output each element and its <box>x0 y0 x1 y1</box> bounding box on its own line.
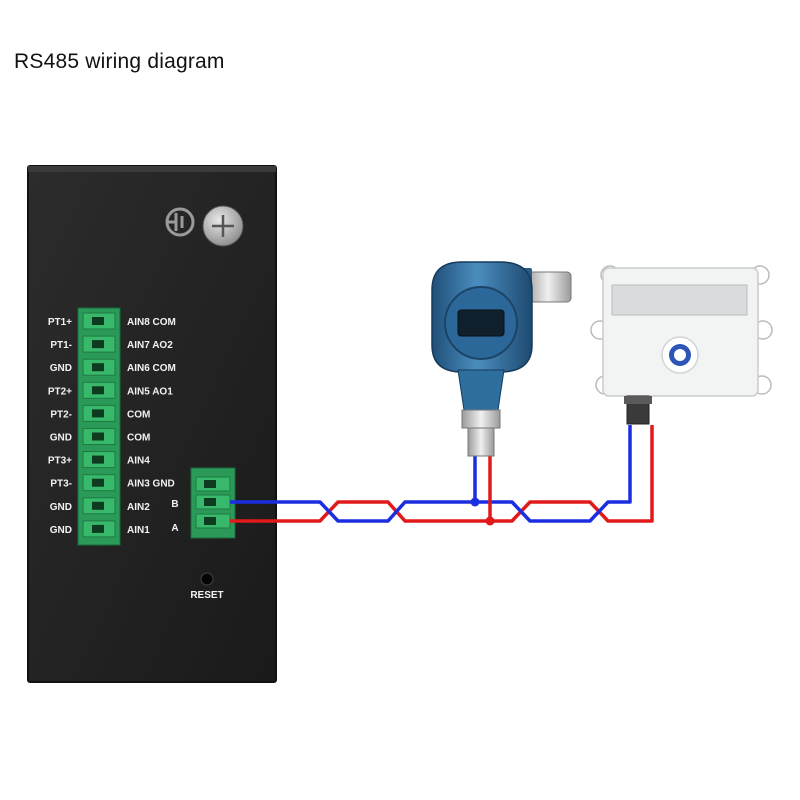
terminal-hole <box>92 455 104 464</box>
junction-b <box>470 497 480 507</box>
terminal-left-label: GND <box>50 433 72 444</box>
sensor-gland-nut <box>624 396 652 404</box>
terminal-hole <box>92 432 104 441</box>
rs485-a-label: A <box>171 523 178 534</box>
controller-top-edge <box>28 166 276 172</box>
ground-symbol <box>165 207 195 237</box>
terminal-hole <box>92 340 104 349</box>
terminal-left-label: PT1+ <box>48 317 72 328</box>
terminal-hole <box>92 386 104 395</box>
terminal-right-label: AIN8 COM <box>127 317 176 328</box>
reset-button[interactable] <box>200 572 214 586</box>
controller-unit: RESET <box>27 165 277 683</box>
transmitter-neck <box>457 369 505 411</box>
controller-case <box>27 165 277 683</box>
page-title: RS485 wiring diagram <box>14 50 225 73</box>
terminal-hole <box>92 501 104 510</box>
wire-b-blue <box>230 425 632 523</box>
wire-a-red <box>230 425 654 523</box>
rs485-terminal-block: BA <box>171 467 236 539</box>
terminal-right-label: AIN3 GND <box>127 479 175 490</box>
terminal-right-label: AIN5 AO1 <box>127 386 173 397</box>
terminal-left-label: PT3- <box>50 479 72 490</box>
terminal-right-label: AIN6 COM <box>127 363 176 374</box>
terminal-left-label: PT2+ <box>48 386 72 397</box>
sensor-indicator-center <box>674 349 686 361</box>
terminal-left-label: GND <box>50 363 72 374</box>
reset-label: RESET <box>190 590 223 601</box>
lcd-display <box>457 309 505 337</box>
terminal-left-label: PT1- <box>50 340 72 351</box>
wall-mounted-sensor <box>590 265 773 425</box>
rs485-b-label: B <box>171 499 178 510</box>
terminal-right-label: AIN2 <box>127 502 150 513</box>
rs485-hole <box>204 498 216 506</box>
terminal-left-label: GND <box>50 502 72 513</box>
hex-fitting <box>461 409 501 429</box>
terminal-right-label: AIN7 AO2 <box>127 340 173 351</box>
rs485-hole <box>204 517 216 525</box>
rs485-bus-wires <box>230 425 654 526</box>
rs485-hole <box>204 480 216 488</box>
terminal-hole <box>92 478 104 487</box>
terminal-right-label: COM <box>127 409 150 420</box>
terminal-hole <box>92 363 104 372</box>
terminal-hole <box>92 524 104 533</box>
pressure-transmitter <box>431 261 572 457</box>
terminal-left-label: GND <box>50 525 72 536</box>
terminal-hole <box>92 317 104 325</box>
screw-icon <box>202 205 244 247</box>
terminal-left-label: PT3+ <box>48 456 72 467</box>
process-connector <box>467 427 495 457</box>
sensor-label-area <box>611 284 748 316</box>
terminal-right-label: AIN1 <box>127 525 150 536</box>
terminal-left-label: PT2- <box>50 409 72 420</box>
terminal-hole <box>92 409 104 418</box>
terminal-right-label: COM <box>127 433 150 444</box>
junction-a <box>485 516 495 526</box>
terminal-right-label: AIN4 <box>127 456 150 467</box>
